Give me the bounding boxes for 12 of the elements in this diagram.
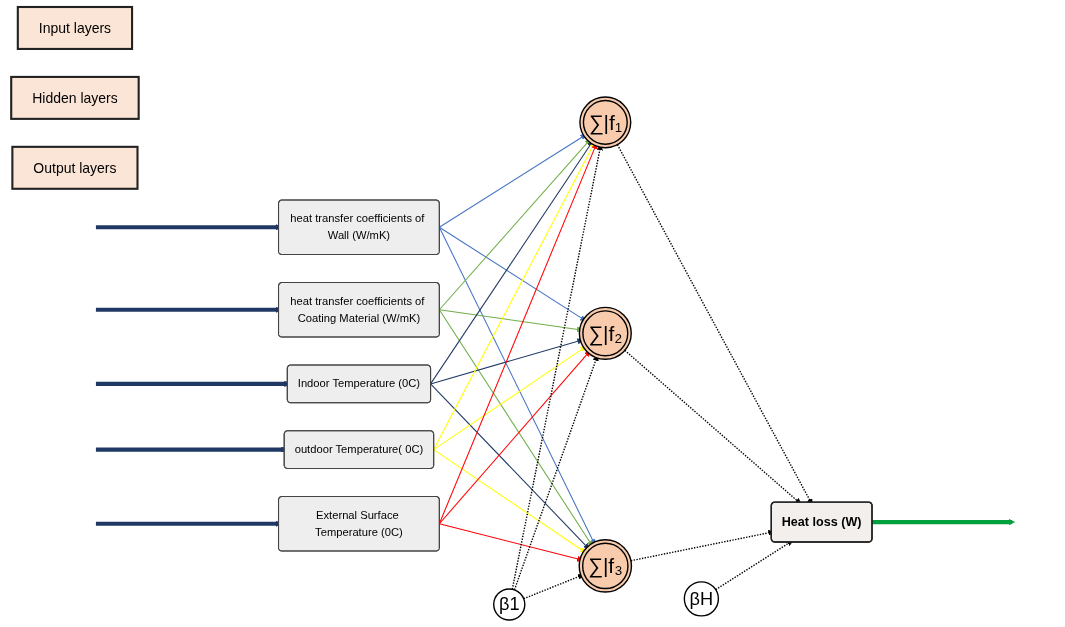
node-box: Output layers [11, 145, 139, 190]
node-box: Hidden layers [10, 75, 140, 120]
arrow [430, 383, 590, 550]
arrow [715, 540, 794, 591]
arrow [433, 142, 596, 451]
arrow [872, 519, 1015, 526]
arrow [433, 346, 587, 451]
node-circle: β1 [493, 588, 526, 621]
node-circle: βH [683, 581, 720, 617]
node-box: Input layers [16, 5, 134, 50]
arrow [433, 449, 587, 554]
arrow [430, 140, 594, 385]
